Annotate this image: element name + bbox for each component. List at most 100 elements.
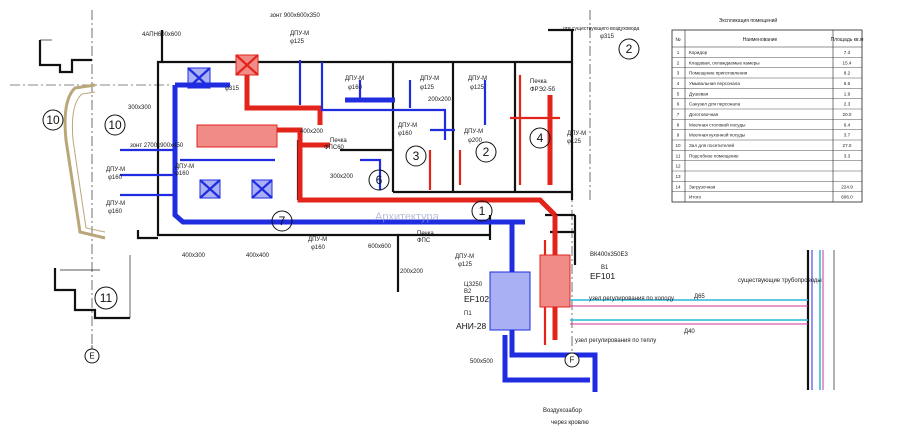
axis-F: F <box>570 356 575 365</box>
watermark: Архитектура <box>375 211 440 223</box>
label-d65: Д65 <box>694 294 705 300</box>
label-dpu-160a: ДПУ-М <box>398 123 417 129</box>
axis-markers: E F <box>84 345 580 368</box>
label-stove-a2: ФПС60 <box>324 145 345 151</box>
label-phi160-l1: φ160 <box>108 175 123 181</box>
room-number: 6 <box>376 173 383 187</box>
table-cell-name: Санузел для персонала <box>689 102 741 107</box>
label-phi125-top: φ125 <box>290 39 305 45</box>
table-cell-name: Умывальная персонала <box>689 81 740 86</box>
label-phi160-l3: φ160 <box>175 171 190 177</box>
table-cell-num: 8 <box>677 122 680 127</box>
label-dpu-b2: ДПУ-М <box>455 254 474 260</box>
table-cell-area: 15.4 <box>843 60 852 65</box>
table-cell-area: 7.3 <box>844 50 851 55</box>
table-cell-num: 10 <box>675 143 681 148</box>
label-d40: Д40 <box>684 329 695 335</box>
table-cell-area: 8.2 <box>844 71 851 76</box>
label-dim-400x300: 400х300 <box>182 253 206 259</box>
table-cell-area: 3.7 <box>844 133 851 138</box>
label-dpu-r1: ДПУ-М <box>468 76 487 82</box>
table-cell-num: 11 <box>676 153 681 158</box>
room-number: 7 <box>279 214 286 228</box>
label-ef102: EF102 <box>464 294 489 304</box>
table-cell-num: 7 <box>677 112 680 117</box>
room-number: 4 <box>537 131 544 145</box>
label-phi125-r1: φ125 <box>470 85 485 91</box>
exhaust-ducts <box>196 54 571 345</box>
label-ani: АНИ-28 <box>456 321 486 331</box>
label-dim-400x400: 400х400 <box>246 253 270 259</box>
walls <box>38 28 835 390</box>
table-cell-name: Кладовая, охлаждаемые камеры <box>689 60 760 65</box>
table-cell-num: 14 <box>675 184 681 189</box>
table-cell-num: 9 <box>677 133 680 138</box>
label-dim-300x200: 300х200 <box>330 174 354 180</box>
table-cell-num: 5 <box>677 91 680 96</box>
table-cell-area: 606.0 <box>841 195 853 200</box>
label-phi200: φ200 <box>468 138 483 144</box>
label-stove-r: Печка <box>530 79 547 85</box>
label-ef101: EF101 <box>590 271 615 281</box>
label-node-supply: узел регулирования по теплу <box>575 338 656 344</box>
label-phi160-bottom: φ160 <box>311 245 326 251</box>
label-existing-pipes: существующие трубопроводы <box>738 278 822 284</box>
table-cell-area: 1.9 <box>844 91 851 96</box>
label-vs-b2: В2 <box>464 289 472 295</box>
label-vk-b1: В1 <box>601 265 609 271</box>
label-phi125-mid2: φ125 <box>420 85 435 91</box>
label-stove-b: Печка <box>417 231 434 237</box>
table-cell-area: 20.0 <box>843 112 852 117</box>
label-dpu-l3: ДПУ-М <box>175 164 194 170</box>
table-cell-num: 4 <box>677 81 680 86</box>
room-schedule-table: Экспликация помещений № Наименование Пло… <box>671 17 864 203</box>
room-number: 11 <box>100 291 113 305</box>
label-stove-r2: ФРЭ2-5б <box>530 87 556 93</box>
label-ani-p: П1 <box>464 311 472 317</box>
table-cell-name: Подсобное помещение <box>689 153 739 158</box>
label-node-return: узел регулирования по холоду <box>589 296 674 302</box>
table-cell-name: Коридор <box>689 50 708 55</box>
table-header-area: Площадь кв.м <box>831 37 864 43</box>
room-numbers: 10 10 2 3 4 2 6 7 1 11 <box>42 38 640 310</box>
room-number: 3 <box>413 149 420 163</box>
label-dpu-top: ДПУ-М <box>290 31 309 37</box>
label-dpu-r2: ДПУ-М <box>464 129 483 135</box>
room-number: 2 <box>483 145 490 159</box>
label-vk-spec: ВК400х350Е3 <box>590 252 629 258</box>
table-cell-name: Итого <box>689 195 701 200</box>
label-phi160-l2: φ160 <box>108 209 123 215</box>
table-cell-area: 6.4 <box>844 122 851 127</box>
table-cell-num: 2 <box>677 60 680 65</box>
label-hood-main: зонт 2700х900х450 <box>130 143 184 149</box>
label-phi315-right: φ315 <box>600 34 615 40</box>
label-phi125-r3: φ125 <box>567 139 582 145</box>
label-dpu-r3: ДПУ-М <box>567 131 586 137</box>
table-cell-name: Моечная кухонной посуды <box>689 132 745 138</box>
table-cell-name: Душевая <box>689 91 709 96</box>
table-cell-name: Загрузочная <box>689 184 716 189</box>
label-phi160-mid1: φ160 <box>348 85 363 91</box>
label-vs-spec: ЦЗ250 <box>464 282 483 288</box>
table-title: Экспликация помещений <box>719 17 778 24</box>
label-dim-600x600: 600х600 <box>368 244 392 250</box>
label-dim-300x300: 300х300 <box>128 105 152 111</box>
label-dpu-mid1: ДПУ-М <box>345 76 364 82</box>
pipes <box>570 250 824 390</box>
label-dim-500x500: 500х500 <box>470 359 494 365</box>
table-cell-num: 3 <box>677 71 680 76</box>
supply-ducts <box>120 60 598 392</box>
label-stove-a: Печка <box>330 138 347 144</box>
label-dim-200x200: 200х200 <box>428 97 452 103</box>
table-header-num: № <box>675 37 680 43</box>
table-cell-area: 3.3 <box>844 153 851 158</box>
label-inlet-2: через кровлю <box>551 420 589 426</box>
table-cell-name: Доготовочная <box>689 112 719 117</box>
duct-labels: 4АПН600х600 зонт 900х600х350 ДПУ-М φ125 … <box>106 13 822 426</box>
label-dpu-bottom: ДПУ-М <box>308 237 327 243</box>
table-cell-area: 2.3 <box>844 102 851 107</box>
room-number: 1 <box>479 204 486 218</box>
label-phi315: φ315 <box>225 86 240 92</box>
